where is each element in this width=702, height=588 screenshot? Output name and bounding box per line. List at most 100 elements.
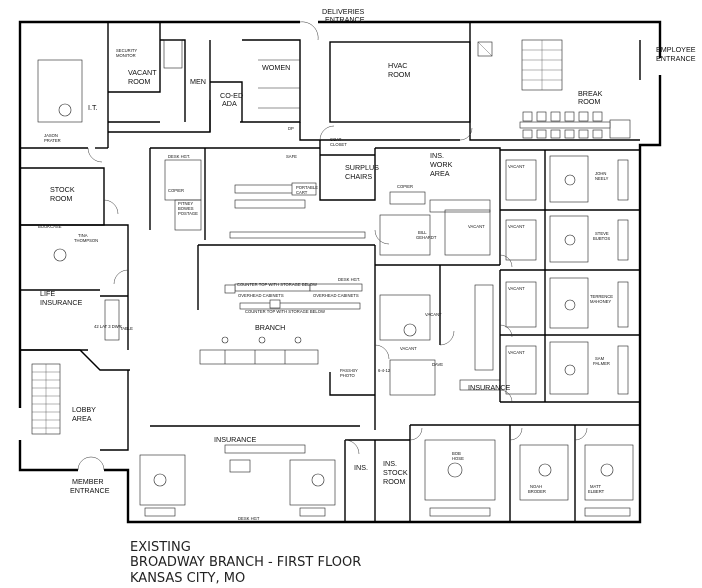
name-tina: TINA <box>78 233 88 238</box>
entrance-labels: DELIVERIES ENTRANCE EMPLOYEE ENTRANCE ME… <box>70 7 696 495</box>
room-label-ins-work-2: WORK <box>430 160 453 169</box>
title-line-1: EXISTING <box>130 540 191 555</box>
room-label-security: SECURITY <box>116 48 137 53</box>
room-label-ins-stock-2: STOCK <box>383 468 408 477</box>
door-swings <box>77 21 588 471</box>
name-vacant-r4: VACANT <box>508 350 525 355</box>
member-entrance-label: MEMBER <box>72 477 104 486</box>
room-label-ins-small: INS. <box>354 463 368 472</box>
name-noah: NOAH <box>530 484 542 489</box>
name-noah-2: BRODER <box>528 489 546 494</box>
name-steve: STEVE <box>595 231 609 236</box>
room-label-ins-work: INS. <box>430 151 444 160</box>
room-labels: SECURITY MONITOR VACANT ROOM MEN WOMEN C… <box>40 48 603 486</box>
note-overhead-cab-2: OVERHEAD CABINETS <box>313 293 359 298</box>
room-label-security-2: MONITOR <box>116 53 136 58</box>
name-sam-2: PALMER <box>593 361 610 366</box>
room-label-ins-stock: INS. <box>383 459 397 468</box>
name-vacant-r3: VACANT <box>508 286 525 291</box>
room-label-break-2: ROOM <box>578 97 600 106</box>
deliveries-entrance-label-2: ENTRANCE <box>325 15 365 24</box>
name-matt: MATT <box>590 484 602 489</box>
note-pitney: PITNEY <box>178 201 193 206</box>
title-line-3: KANSAS CITY, MO <box>130 571 245 586</box>
name-vacant-b: VACANT <box>425 312 442 317</box>
room-label-branch: BRANCH <box>255 323 285 332</box>
note-pitney-2: BOWES <box>178 206 194 211</box>
note-desk-hgt-3: DESK HGT <box>238 516 260 521</box>
person-labels: JASON PRATER TINA THOMPSON BILL GEHARDT … <box>44 133 613 494</box>
note-copier-2: COPIER <box>397 184 413 189</box>
room-label-stock: STOCK <box>50 185 75 194</box>
room-label-table: TABLE <box>120 326 133 331</box>
room-label-surplus: SURPLUS <box>345 163 379 172</box>
note-portable-2: CART <box>296 190 308 195</box>
name-bob-2: HOSE <box>452 456 464 461</box>
name-matt-2: ELBERT <box>588 489 605 494</box>
note-passby: PASS-BY <box>340 368 358 373</box>
note-overhead-cab: OVERHEAD CABINETS <box>238 293 284 298</box>
room-label-coat-closet: COAT <box>330 137 342 142</box>
stairs-left <box>31 363 61 435</box>
room-label-ins-stock-3: ROOM <box>383 477 405 486</box>
name-bill: BILL <box>418 230 427 235</box>
room-label-men: MEN <box>190 77 206 86</box>
name-terrence: TERRENCE <box>590 294 613 299</box>
bottom-offices <box>139 424 640 522</box>
furniture-symbols <box>53 103 614 487</box>
note-bookcase: BOOKCASE <box>38 224 62 229</box>
name-jason: JASON <box>44 133 58 138</box>
room-label-coed-2: ADA <box>222 99 237 108</box>
name-vacant-r1: VACANT <box>508 164 525 169</box>
name-steve-2: BUBTOS <box>593 236 610 241</box>
note-desk-hgt-2: DESK HGT. <box>338 277 360 282</box>
name-vacant-c: VACANT <box>400 346 417 351</box>
room-label-ins-work-3: AREA <box>430 169 450 178</box>
room-label-surplus-2: CHAIRS <box>345 172 372 181</box>
employee-entrance-label: EMPLOYEE <box>656 45 696 54</box>
note-copier: COPIER <box>168 188 184 193</box>
room-label-vacant: VACANT <box>128 68 157 77</box>
note-portable: PORTABLE <box>296 185 318 190</box>
room-label-coed: CO-ED <box>220 91 243 100</box>
member-entrance-label-2: ENTRANCE <box>70 486 110 495</box>
room-label-lobby-2: AREA <box>72 414 92 423</box>
room-label-insurance-mid: INSURANCE <box>468 383 511 392</box>
right-offices <box>499 149 640 403</box>
note-counter-storage: COUNTER TOP WITH STORAGE BELOW <box>237 282 317 287</box>
note-dp: DP <box>288 126 294 131</box>
room-label-it: I.T. <box>88 103 98 112</box>
note-lat: 42 LAT 3 DWR <box>94 324 122 329</box>
room-label-coat-closet-2: CLOSET <box>330 142 347 147</box>
name-john-2: NEELY <box>595 176 609 181</box>
name-terrence-2: MAHONEY <box>590 299 611 304</box>
exterior-walls <box>18 20 662 524</box>
name-jason-2: PRATER <box>44 138 61 143</box>
name-sam: SAM <box>595 356 605 361</box>
room-label-hvac-2: ROOM <box>388 70 410 79</box>
top-left-rooms <box>20 22 301 451</box>
deliveries-entrance-label: DELIVERIES <box>322 7 365 16</box>
name-tina-2: THOMPSON <box>74 238 98 243</box>
note-cab-size: 6-4-12 <box>378 368 391 373</box>
name-bill-2: GEHARDT <box>416 235 437 240</box>
note-passby-2: PHOTO <box>340 373 356 378</box>
name-bob: BOB <box>452 451 461 456</box>
room-label-insurance-bottom: INSURANCE <box>214 435 257 444</box>
title-line-2: BROADWAY BRANCH - FIRST FLOOR <box>130 555 361 570</box>
room-label-lobby: LOBBY <box>72 405 96 414</box>
name-vacant-a: VACANT <box>468 224 485 229</box>
room-label-life-2: INSURANCE <box>40 298 83 307</box>
room-label-break: BREAK <box>578 89 603 98</box>
room-label-stock-2: ROOM <box>50 194 72 203</box>
room-label-hvac: HVAC <box>388 61 407 70</box>
name-john: JOHN <box>595 171 606 176</box>
title-block: EXISTING BROADWAY BRANCH - FIRST FLOOR K… <box>130 540 361 586</box>
room-label-life: LIFE <box>40 289 55 298</box>
note-pitney-3: POSTAGE <box>178 211 198 216</box>
center-area <box>149 140 376 430</box>
middle-insurance <box>375 147 501 396</box>
room-label-women: WOMEN <box>262 63 290 72</box>
room-label-vacant-2: ROOM <box>128 77 150 86</box>
